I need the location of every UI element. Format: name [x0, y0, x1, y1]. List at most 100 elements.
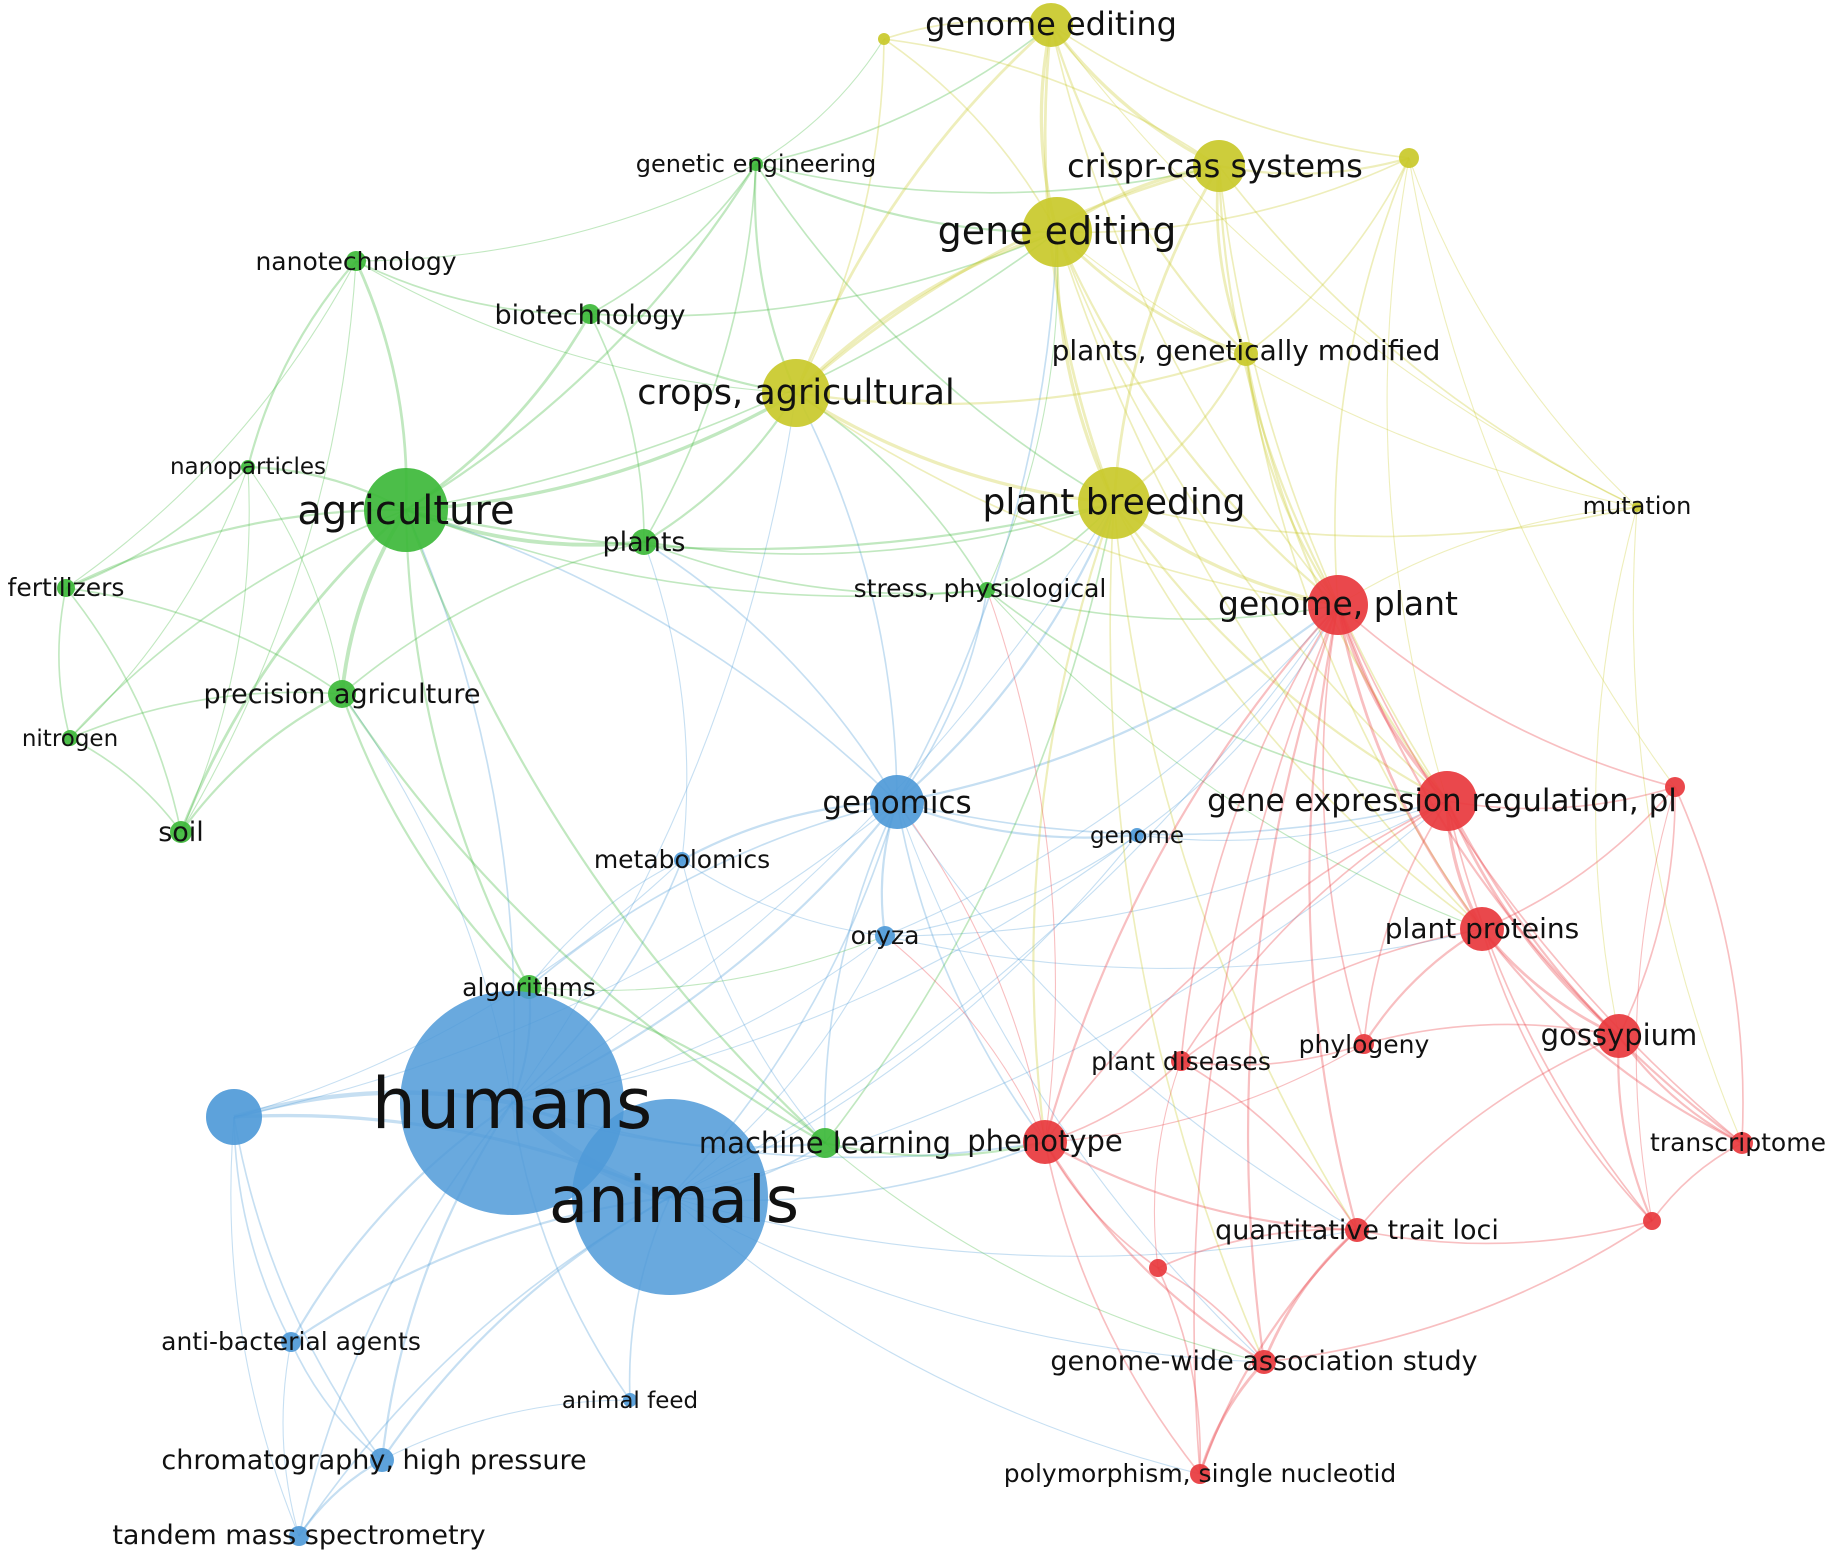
label-anti-bacterial-agents: anti-bacterial agents — [161, 1327, 421, 1356]
label-humans: humans — [372, 1063, 653, 1145]
link-gene-expression-regulation-red-small-lower-right — [1446, 800, 1653, 1222]
link-genetic-engineering-plant-breeding — [755, 163, 1115, 504]
node-animal-feed[interactable] — [623, 1393, 637, 1407]
link-gene-editing-genome-plant — [1055, 231, 1339, 606]
node-plants[interactable] — [631, 529, 657, 555]
node-crispr-cas-systems[interactable] — [1193, 140, 1245, 192]
node-humans[interactable] — [400, 991, 624, 1215]
link-anti-bacterial-agents-tandem-mass-spectrometry — [282, 1341, 300, 1537]
link-phenotype-phylogeny — [1044, 1043, 1365, 1143]
link-plant-breeding-genome-wide-association-study — [1109, 502, 1265, 1363]
link-genome-plant-phenotype — [1043, 604, 1339, 1143]
label-plants-genetically-modified: plants, genetically modified — [1052, 334, 1441, 367]
node-quantitative-trait-loci[interactable] — [1345, 1218, 1369, 1242]
node-blue-unlabeled[interactable] — [206, 1089, 262, 1145]
node-genome-editing[interactable] — [1029, 3, 1073, 47]
node-red-small-lower-right[interactable] — [1643, 1212, 1661, 1230]
node-mutation[interactable] — [1632, 502, 1642, 512]
link-genome-editing-genome-plant — [1050, 24, 1339, 606]
node-soil[interactable] — [170, 821, 192, 843]
link-crops-agricultural-plant-breeding — [795, 391, 1115, 505]
node-gossypium[interactable] — [1597, 1014, 1641, 1058]
label-oryza: oryza — [851, 921, 920, 950]
node-phenotype[interactable] — [1023, 1120, 1067, 1164]
link-mutation-genome-plant — [1337, 506, 1638, 606]
label-animal-feed: animal feed — [562, 1388, 698, 1414]
node-nanoparticles[interactable] — [241, 460, 255, 474]
node-biotechnology[interactable] — [580, 304, 600, 324]
link-crispr-cas-systems-mutation — [1218, 165, 1638, 508]
node-genome-wide-association-study[interactable] — [1252, 1350, 1276, 1374]
link-genome-wide-association-study-red-small-bottom — [1157, 1267, 1265, 1363]
node-crops-agricultural[interactable] — [762, 359, 830, 427]
node-yellow-right-small[interactable] — [1399, 148, 1419, 168]
node-animals[interactable] — [572, 1099, 768, 1295]
node-stress-physiological[interactable] — [979, 582, 995, 598]
label-nitrogen: nitrogen — [22, 726, 118, 752]
node-plants-genetically-modified[interactable] — [1234, 342, 1258, 366]
node-genomics[interactable] — [870, 775, 924, 829]
node-fertilizers[interactable] — [57, 579, 75, 597]
label-agriculture: agriculture — [297, 488, 514, 534]
link-plants-genetically-modified-genome-plant — [1244, 353, 1339, 606]
node-precision-agriculture[interactable] — [328, 680, 356, 708]
link-genome-editing-yellow-right-small — [1050, 24, 1410, 159]
node-genome[interactable] — [1130, 828, 1144, 842]
node-agriculture[interactable] — [364, 468, 448, 552]
node-nanotechnology[interactable] — [346, 251, 366, 271]
link-stress-physiological-crops-agricultural — [795, 392, 988, 591]
node-oryza[interactable] — [875, 926, 895, 946]
node-anti-bacterial-agents[interactable] — [281, 1332, 301, 1352]
node-red-small-right[interactable] — [1665, 777, 1685, 797]
link-agriculture-stress-physiological — [405, 509, 988, 598]
link-plants-biotechnology — [589, 313, 645, 543]
link-gene-editing-crops-agricultural — [794, 230, 1058, 395]
label-animals: animals — [549, 1164, 799, 1238]
link-genomics-gene-editing — [896, 231, 1058, 803]
link-mutation-gossypium — [1595, 506, 1638, 1037]
node-polymorphism-single-nucleotid[interactable] — [1190, 1464, 1210, 1484]
link-crispr-cas-systems-plant-breeding — [1112, 165, 1221, 504]
link-plants-plant-breeding — [643, 502, 1115, 555]
label-crops-agricultural: crops, agricultural — [637, 373, 954, 413]
node-plant-diseases[interactable] — [1171, 1051, 1191, 1071]
link-soil-nitrogen — [69, 737, 182, 833]
link-genomics-stress-physiological — [896, 589, 988, 803]
link-gene-expression-regulation-gossypium — [1445, 800, 1620, 1038]
node-yellow-top-small[interactable] — [878, 33, 890, 45]
link-yellow-right-small-genome-plant — [1334, 157, 1410, 606]
link-yellow-right-small-gene-expression-regulation — [1386, 157, 1448, 802]
link-animal-feed-chromatography-high-pressure — [381, 1399, 631, 1461]
link-fertilizers-nitrogen — [58, 587, 71, 739]
link-genome-plant-gossypium — [1336, 604, 1620, 1037]
node-nitrogen[interactable] — [62, 730, 78, 746]
link-genome-genome-plant — [1136, 604, 1339, 836]
node-metabolomics[interactable] — [674, 852, 690, 868]
node-gene-expression-regulation[interactable] — [1417, 771, 1477, 831]
node-tandem-mass-spectrometry[interactable] — [289, 1526, 309, 1546]
link-precision-agriculture-algorithms — [340, 693, 530, 988]
node-genome-plant[interactable] — [1308, 575, 1368, 635]
node-plant-breeding[interactable] — [1078, 467, 1150, 539]
node-machine-learning[interactable] — [810, 1128, 840, 1158]
node-plant-proteins[interactable] — [1460, 907, 1504, 951]
node-red-small-bottom[interactable] — [1149, 1259, 1167, 1277]
link-agriculture-nitrogen — [69, 509, 407, 739]
link-blue-unlabeled-tandem-mass-spectrometry — [230, 1116, 300, 1537]
node-transcriptome[interactable] — [1731, 1132, 1753, 1154]
link-genomics-metabolomics — [681, 800, 898, 861]
link-agriculture-soil — [179, 508, 407, 833]
link-plant-breeding-plant-proteins — [1113, 502, 1483, 930]
node-phylogeny[interactable] — [1354, 1034, 1374, 1054]
link-genome-plant-transcriptome — [1337, 604, 1743, 1144]
node-genetic-engineering[interactable] — [749, 157, 763, 171]
label-soil: soil — [158, 817, 204, 848]
label-plant-breeding: plant breeding — [983, 482, 1246, 523]
link-genetic-engineering-crops-agricultural — [753, 163, 798, 394]
link-genomics-phenotype — [896, 801, 1046, 1143]
link-gossypium-red-small-lower-right — [1617, 1035, 1654, 1222]
link-crispr-cas-systems-genome-plant — [1217, 165, 1339, 606]
node-gene-editing[interactable] — [1022, 197, 1092, 267]
link-agriculture-fertilizers — [65, 508, 407, 589]
node-chromatography-high-pressure[interactable] — [370, 1448, 394, 1472]
